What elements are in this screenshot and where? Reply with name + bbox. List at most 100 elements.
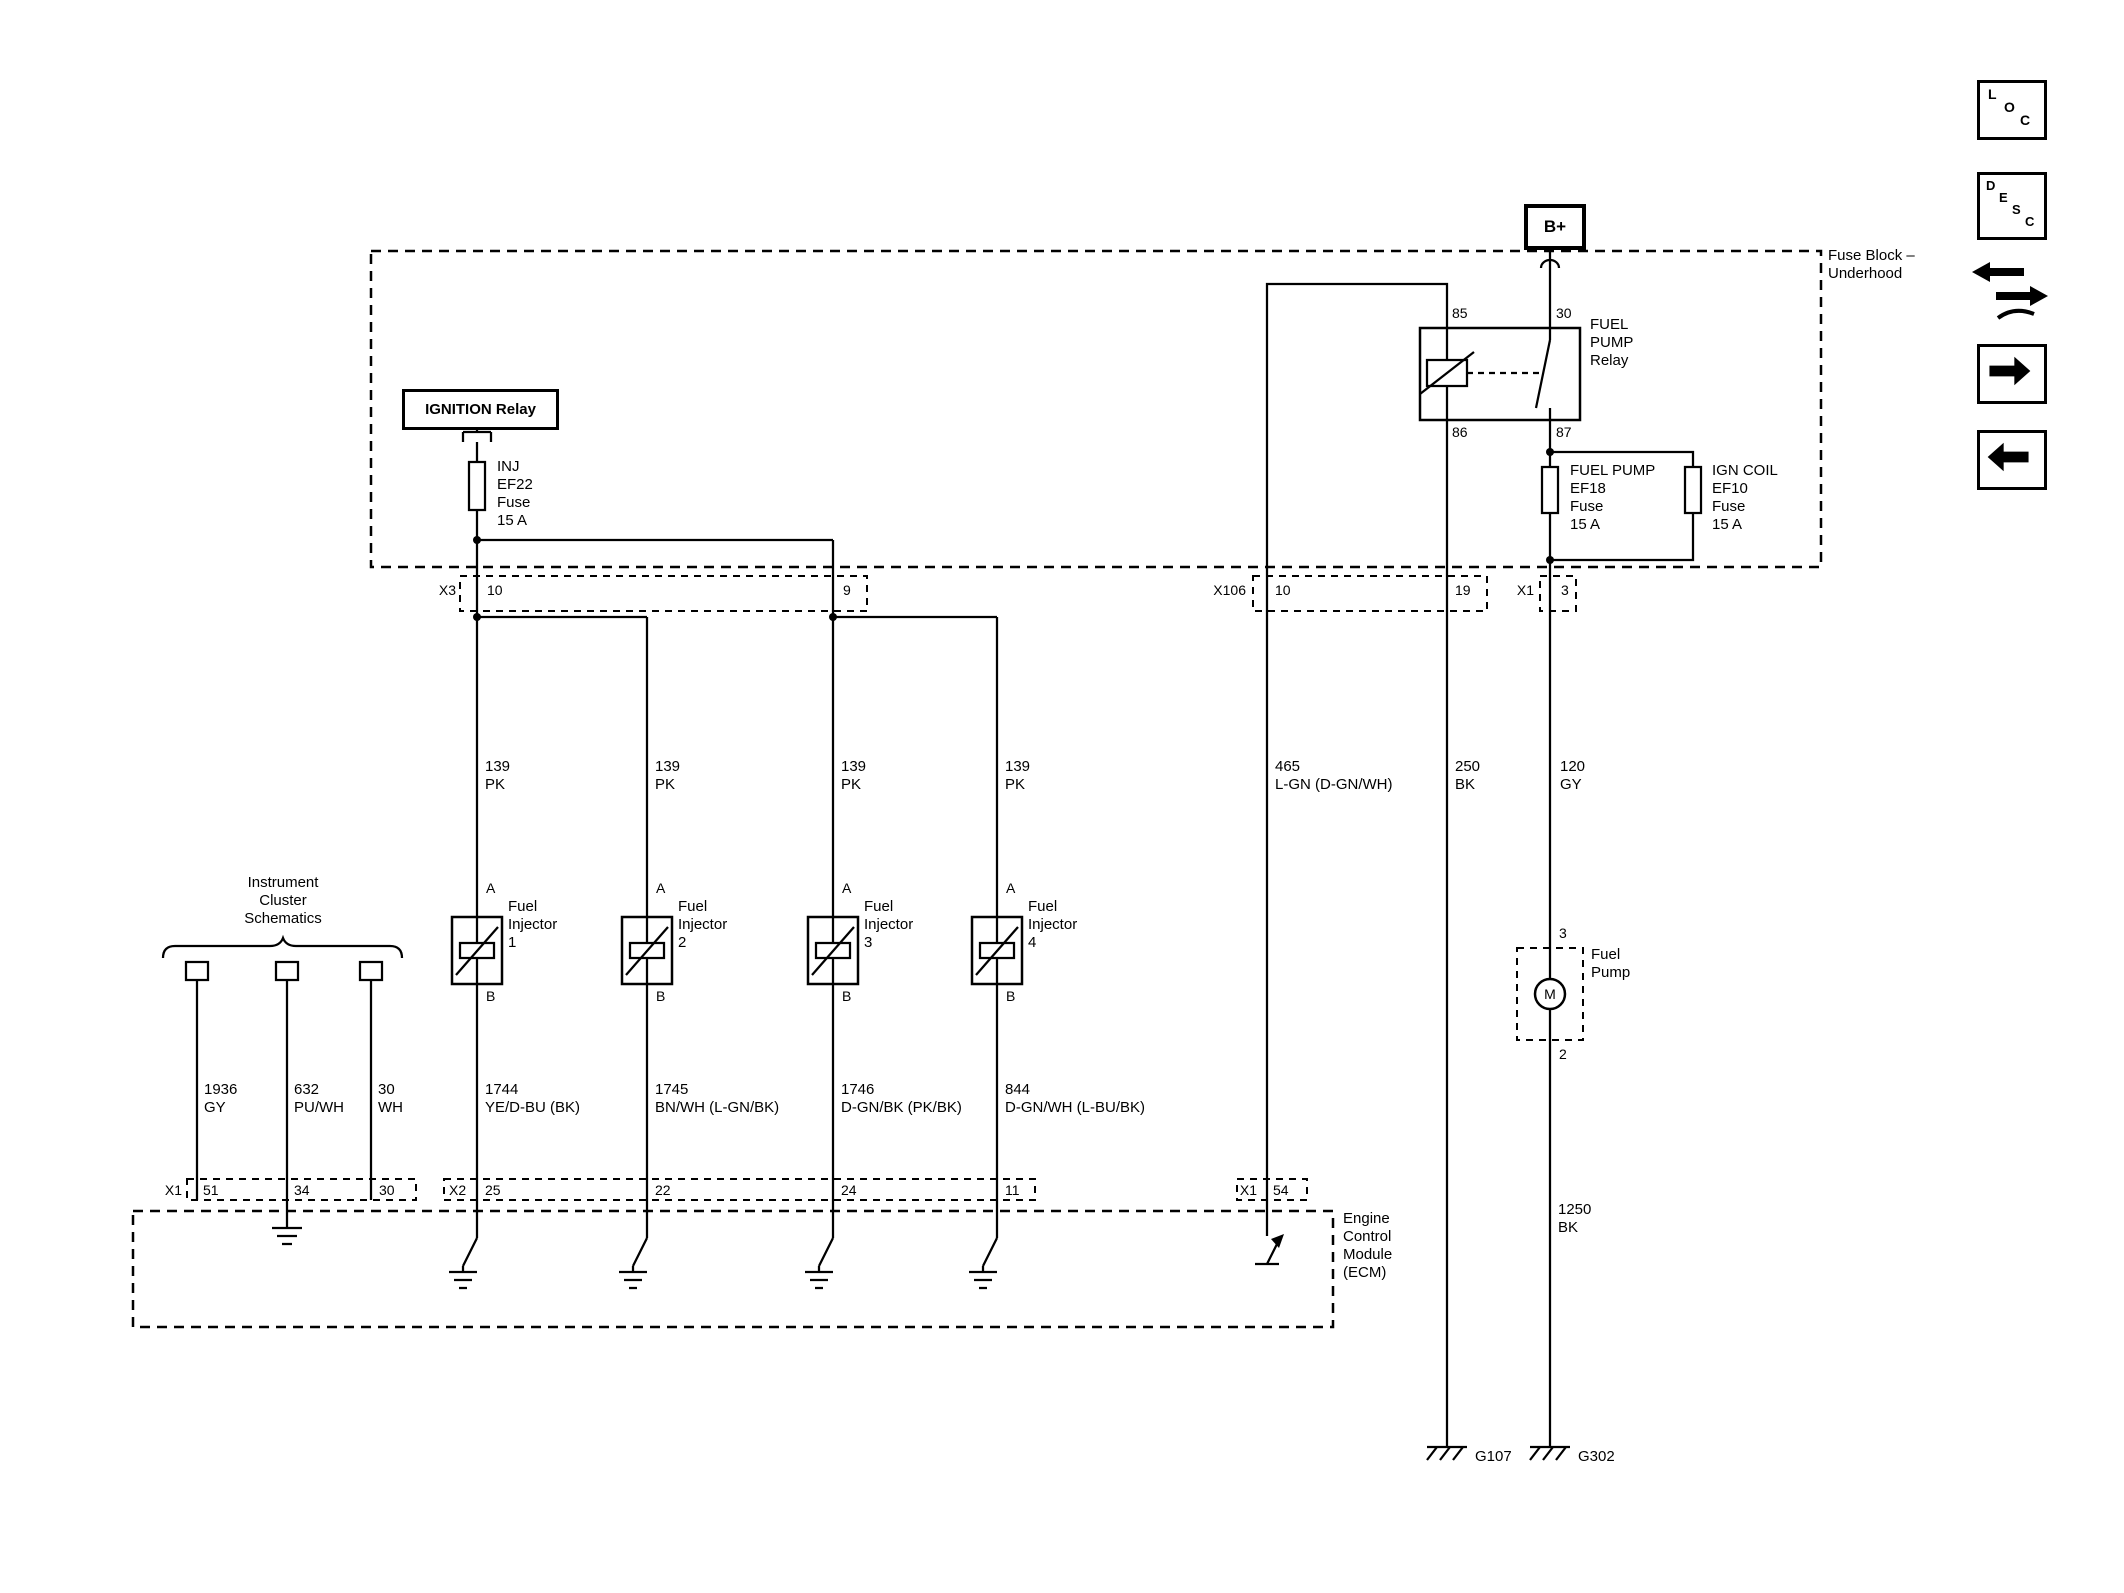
ecm-pin-54: 54 — [1273, 1182, 1289, 1198]
wire-139-pk-3: 139 PK — [841, 758, 867, 793]
ecm-box — [131, 1209, 1335, 1329]
pan-navigate-button[interactable] — [1968, 252, 2052, 330]
inj-fuse-symbol — [467, 460, 487, 512]
connector-x106-pin-10: 10 — [1275, 582, 1291, 598]
cluster-graphics — [161, 934, 404, 982]
wire-1744: 1744 YE/D-BU (BK) — [485, 1081, 581, 1116]
battery-feed-label: B+ — [1524, 204, 1586, 250]
ecm-pin-51: 51 — [203, 1182, 219, 1198]
ecm-connector-x1b-strip — [1236, 1178, 1308, 1201]
inj1-driver-ground — [449, 1237, 479, 1290]
connector-x3-label: X3 — [438, 582, 456, 598]
desc-letter-d: D — [1986, 178, 1996, 193]
pin34-ground-symbol — [272, 1226, 302, 1246]
fuel-injector-4-symbol — [970, 915, 1024, 986]
cluster-brace — [161, 934, 404, 959]
ignition-relay-label: IGNITION Relay — [402, 389, 559, 430]
fuel-pump-fuse-symbol — [1540, 465, 1560, 515]
cluster-connector-2 — [274, 960, 300, 982]
loc-button[interactable]: L O C — [1977, 80, 2047, 140]
connector-x106-label: X106 — [1213, 582, 1246, 598]
wire-250: 250 BK — [1455, 758, 1481, 793]
wire-1746: 1746 D-GN/BK (PK/BK) — [841, 1081, 962, 1116]
desc-letter-e: E — [1999, 190, 2008, 205]
ecm-driver-symbols — [272, 1226, 1284, 1290]
connector-pin-9: 9 — [843, 582, 851, 598]
wire-30: 30 WH — [378, 1081, 403, 1116]
fuse-block-underhood-box — [369, 249, 1823, 569]
connector-x1-pin-3: 3 — [1561, 582, 1569, 598]
fuel-injector-2-symbol — [620, 915, 674, 986]
loc-letter-o: O — [2004, 99, 2015, 115]
fuse-block-label: Fuse Block – Underhood — [1828, 247, 1915, 282]
inj2-driver-ground — [619, 1237, 649, 1290]
wire-1936: 1936 GY — [204, 1081, 238, 1116]
wire-632: 632 PU/WH — [294, 1081, 344, 1116]
inj-fuse-label: INJ EF22 Fuse 15 A — [497, 458, 533, 529]
pump-pin-2: 2 — [1559, 1046, 1567, 1062]
ground-g107-symbol — [1426, 1445, 1467, 1461]
ecm-x2-label: X2 — [449, 1182, 467, 1198]
wire-465: 465 L-GN (D-GN/WH) — [1275, 758, 1393, 793]
instrument-cluster-label: Instrument Cluster Schematics — [244, 874, 322, 927]
inj1-pin-b: B — [486, 988, 496, 1004]
inj4-pin-a: A — [1006, 880, 1016, 896]
motor-m-label: M — [1544, 986, 1556, 1002]
prev-page-button[interactable] — [1977, 430, 2047, 490]
wire-139-pk-1: 139 PK — [485, 758, 511, 793]
fuel-pump-relay-label: FUEL PUMP Relay — [1590, 316, 1634, 369]
ground-g302-symbol — [1529, 1445, 1570, 1461]
ecm-pin-22: 22 — [655, 1182, 671, 1198]
wire-139-pk-4: 139 PK — [1005, 758, 1031, 793]
wire-120: 120 GY — [1560, 758, 1586, 793]
pan-arrows-icon — [1972, 262, 2048, 320]
wire-844: 844 D-GN/WH (L-BU/BK) — [1005, 1081, 1145, 1116]
inj1-pin-a: A — [486, 880, 496, 896]
fuel-pump-relay-symbol — [1418, 326, 1582, 422]
ecm-pin-24: 24 — [841, 1182, 857, 1198]
desc-letter-s: S — [2012, 202, 2021, 217]
connector-x1-box — [1539, 575, 1577, 612]
inj3-driver-ground — [805, 1237, 835, 1290]
fuel-injector-1-symbol — [450, 915, 504, 986]
inj4-pin-b: B — [1006, 988, 1016, 1004]
fuse-symbols — [467, 460, 1703, 515]
ecm-name-label: Engine Control Module (ECM) — [1343, 1210, 1393, 1281]
wire-segments — [195, 242, 1695, 1447]
connector-x1-label: X1 — [1516, 582, 1534, 598]
ecm-connector-x2-strip — [443, 1178, 1036, 1201]
relay-pin-86: 86 — [1452, 424, 1468, 440]
inj2-pin-b: B — [656, 988, 666, 1004]
dashed-enclosures — [131, 249, 1823, 1329]
wire-1745: 1745 BN/WH (L-GN/BK) — [655, 1081, 780, 1116]
ecm-pin-25: 25 — [485, 1182, 501, 1198]
inj1-name: Fuel Injector 1 — [508, 898, 558, 951]
junction-dots — [473, 448, 1554, 621]
cluster-connector-3 — [358, 960, 384, 982]
ign-coil-fuse-symbol — [1683, 465, 1703, 515]
wire-1250: 1250 BK — [1558, 1201, 1592, 1236]
ecm-pin-34: 34 — [294, 1182, 310, 1198]
relay-pin-30: 30 — [1556, 305, 1572, 321]
fuel-pump-fuse-label: FUEL PUMP EF18 Fuse 15 A — [1570, 462, 1656, 533]
ground-symbols — [1426, 1445, 1570, 1461]
ecm-pin-11: 11 — [1005, 1182, 1020, 1198]
next-page-button[interactable] — [1977, 344, 2047, 404]
relay-pin-87: 87 — [1556, 424, 1572, 440]
inj2-name: Fuel Injector 2 — [678, 898, 728, 951]
inj3-pin-b: B — [842, 988, 852, 1004]
inj3-pin-a: A — [842, 880, 852, 896]
ecm-pump-driver-symbol — [1255, 1234, 1284, 1266]
battery-connector-symbol — [1539, 258, 1561, 269]
inj3-name: Fuel Injector 3 — [864, 898, 914, 951]
ecm-x1-label: X1 — [164, 1182, 182, 1198]
desc-button[interactable]: D E S C — [1977, 172, 2047, 240]
left-arrow-icon — [1987, 442, 2029, 472]
wire-139-pk-2: 139 PK — [655, 758, 681, 793]
pump-pin-3: 3 — [1559, 925, 1567, 941]
connector-x106-box — [1252, 575, 1488, 612]
ign-coil-fuse-label: IGN COIL EF10 Fuse 15 A — [1712, 462, 1778, 533]
fuel-injector-symbols — [450, 915, 1024, 986]
right-arrow-icon — [1989, 356, 2031, 386]
loc-letter-c: C — [2020, 112, 2031, 128]
